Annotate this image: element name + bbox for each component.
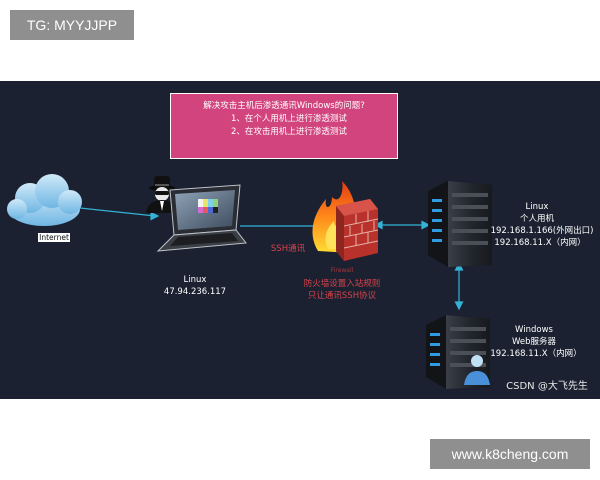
user-icon: [464, 355, 490, 385]
watermark-top: TG: MYYJJPP: [10, 10, 134, 40]
diagram-artwork: [7, 174, 492, 389]
personal-host-os: Linux: [525, 202, 549, 212]
credit-label: CSDN @大飞先生: [506, 381, 588, 392]
note-line-1: 解决攻击主机后渗透通讯Windows的问题?: [203, 101, 365, 111]
server-icon-personal: [428, 181, 492, 267]
arrowhead-firewall: [373, 220, 383, 230]
connection-lines: [79, 207, 464, 311]
personal-host-ip-external: 192.168.1.166(外网出口): [490, 226, 594, 236]
attacker-ip-label: 47.94.236.117: [163, 287, 227, 297]
web-server-os: Windows: [515, 325, 553, 335]
network-diagram: 解决攻击主机后渗透通讯Windows的问题? 1、在个人用机上进行渗透测试 2、…: [0, 81, 600, 399]
note-box: 解决攻击主机后渗透通讯Windows的问题? 1、在个人用机上进行渗透测试 2、…: [170, 93, 398, 159]
laptop-icon: [156, 184, 247, 252]
internet-label-box: [38, 233, 70, 242]
cloud-icon: [7, 174, 82, 226]
arrowhead-attacker: [150, 211, 160, 221]
note-line-3: 2、在攻击用机上进行渗透测试: [231, 127, 347, 137]
attacker-os-label: Linux: [183, 275, 207, 285]
firewall-rule-line-2: 只让通讯SSH协议: [307, 291, 377, 301]
firewall-icon: [312, 181, 379, 261]
ssh-link-label: SSH通讯: [270, 244, 306, 254]
link-cloud-attacker: [79, 207, 156, 217]
arrowhead-down: [454, 301, 464, 311]
arrowhead-personal: [421, 220, 431, 230]
firewall-rule-line-1: 防火墙设置入站规则: [303, 279, 381, 289]
web-server-name: Web服务器: [511, 337, 557, 347]
web-server-ip-internal: 192.168.11.X（内网）: [490, 349, 582, 359]
personal-host-ip-internal: 192.168.11.X（内网）: [494, 238, 586, 248]
firewall-small-label: Firewall: [330, 267, 354, 274]
hacker-icon: [146, 176, 178, 213]
server-icon-web: [426, 315, 490, 389]
watermark-bottom: www.k8cheng.com: [430, 439, 590, 469]
internet-label: Internet: [39, 233, 69, 242]
note-line-2: 1、在个人用机上进行渗透测试: [231, 114, 347, 124]
personal-host-name: 个人用机: [519, 214, 554, 224]
